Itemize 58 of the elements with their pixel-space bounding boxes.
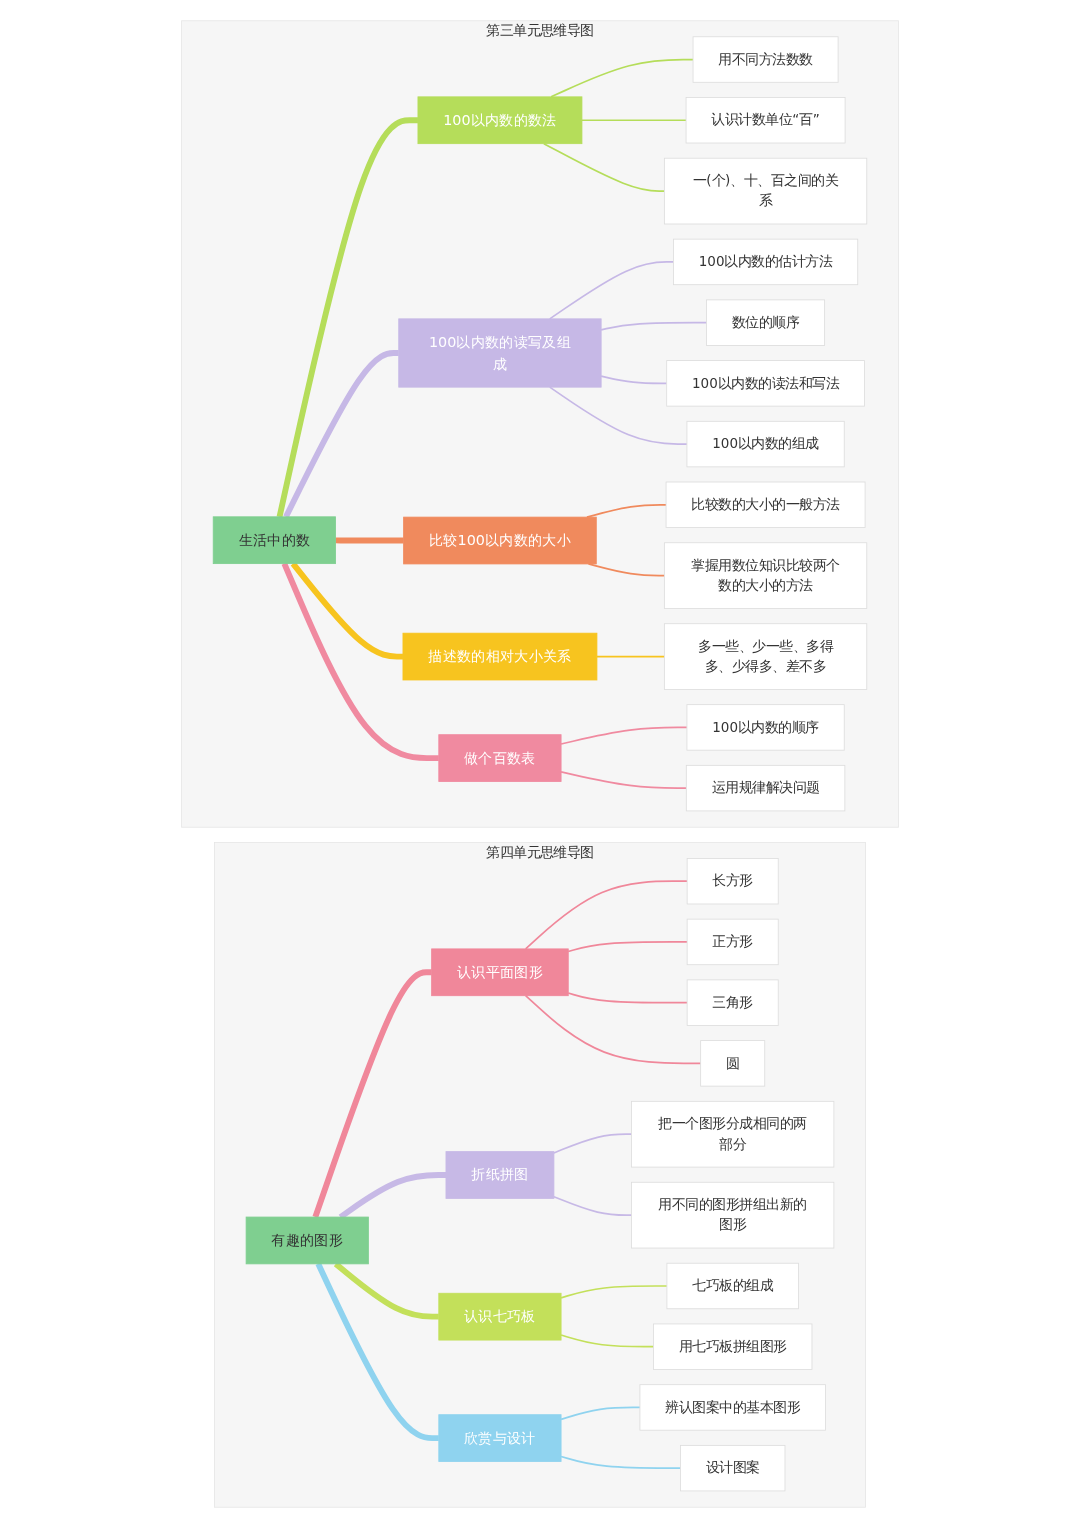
connector [276, 116, 418, 517]
node-box: 做个百数表 [438, 733, 562, 782]
connector [553, 1132, 633, 1154]
node-box: 100以内数的组成 [686, 420, 845, 467]
connector [548, 260, 675, 320]
node-box: 掌握用数位知识比较两个数的大小的方法 [663, 541, 868, 609]
node-box: 用不同方法数数 [692, 35, 839, 83]
node-box: 有趣的图形 [245, 1216, 369, 1264]
connector [548, 385, 688, 445]
node-box: 比较数的大小的一般方法 [665, 481, 866, 528]
node-box: 认识平面图形 [431, 947, 569, 996]
node-box: 100以内数的顺序 [686, 703, 845, 751]
node-box: 七巧板的组成 [666, 1262, 799, 1309]
connector [560, 1284, 668, 1299]
node-box: 认识计数单位“百” [685, 96, 846, 143]
node-box: 数位的顺序 [706, 298, 826, 346]
node-box: 辨认图案中的基本图形 [639, 1383, 826, 1431]
node-box: 100以内数的估计方法 [673, 238, 859, 285]
connector [524, 994, 702, 1064]
node-box: 多一些、少一些、多得多、少得多、差不多 [663, 622, 868, 690]
node-box: 认识七巧板 [438, 1292, 562, 1340]
connector [596, 655, 666, 657]
connector [550, 58, 694, 98]
node-box: 用不同的图形拼组出新的图形 [631, 1181, 835, 1248]
connector [283, 349, 399, 518]
node-box: 100以内数的读写及组成 [398, 317, 602, 388]
connector [581, 118, 687, 121]
connector [524, 879, 688, 950]
node-box: 欣赏与设计 [438, 1413, 562, 1462]
node-box: 生活中的数 [212, 515, 336, 564]
node-box: 把一个图形分成相同的两部分 [631, 1100, 835, 1167]
connector [600, 321, 708, 331]
node-box: 折纸拼图 [445, 1150, 555, 1199]
node-box: 用七巧板拼组图形 [653, 1323, 813, 1370]
node-box: 运用规律解决问题 [685, 764, 846, 811]
connector [315, 1262, 439, 1441]
node-box: 描述数的相对大小关系 [402, 632, 598, 680]
connector [567, 940, 688, 952]
node-box: 比较100以内数的大小 [403, 516, 597, 564]
connector [560, 770, 688, 789]
connector [335, 536, 404, 543]
connector [560, 1333, 655, 1348]
connector [600, 374, 668, 384]
connector [567, 991, 688, 1003]
connector [560, 726, 688, 745]
node-box: 正方形 [686, 918, 779, 965]
node-box: 圆 [700, 1039, 766, 1087]
connector [312, 968, 432, 1218]
node-box: 一(个)、十、百之间的关系 [663, 157, 868, 224]
connector [542, 142, 666, 192]
connector [560, 1455, 682, 1469]
connector [560, 1406, 641, 1420]
node-box: 三角形 [686, 978, 779, 1026]
node-box: 100以内数的读法和写法 [666, 359, 865, 407]
node-box: 100以内数的数法 [417, 95, 583, 144]
node-box: 设计图案 [680, 1444, 786, 1491]
connector [553, 1195, 633, 1216]
node-box: 长方形 [686, 857, 779, 904]
